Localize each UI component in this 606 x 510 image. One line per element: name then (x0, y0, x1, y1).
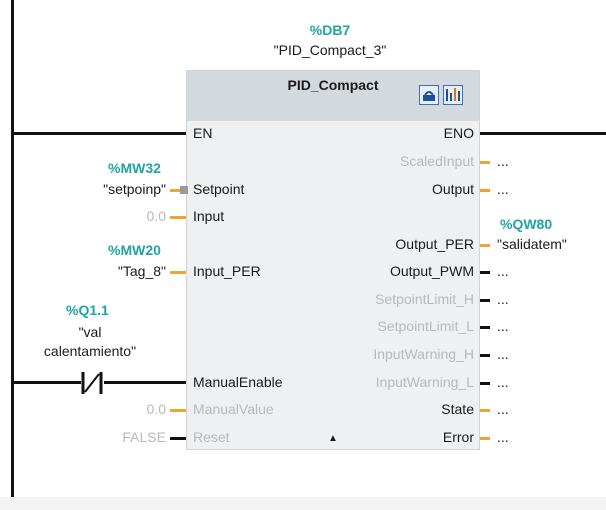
normally-closed-contact-icon[interactable] (80, 370, 104, 396)
input-warning-l-connection-line[interactable] (480, 382, 490, 385)
pin-setpoint-limit-h: SetpointLimit_H (375, 291, 474, 307)
pin-reset: Reset (193, 429, 230, 445)
manual-enable-tag-line-2[interactable]: calentamiento" (43, 343, 137, 359)
block-title: PID_Compact (287, 77, 379, 93)
pin-input-warning-h: InputWarning_H (373, 346, 474, 362)
setpoint-tag-name[interactable]: "setpoinp" (103, 181, 166, 197)
pin-manual-value: ManualValue (193, 401, 274, 417)
manual-value-connection-line[interactable] (170, 409, 186, 412)
pin-manual-enable: ManualEnable (193, 374, 283, 390)
output-value[interactable]: ... (497, 181, 509, 197)
instance-db-address: %DB7 (309, 22, 351, 38)
output-pwm-value[interactable]: ... (497, 263, 509, 279)
editor-bottom-strip (0, 497, 606, 510)
commissioning-icon[interactable] (443, 85, 463, 105)
pin-output-pwm: Output_PWM (389, 263, 474, 279)
scaled-input-value[interactable]: ... (497, 153, 509, 169)
power-rail (11, 0, 14, 505)
state-connection-line[interactable] (480, 409, 490, 412)
input-warning-h-connection-line[interactable] (480, 354, 490, 357)
setpoint-limit-h-value[interactable]: ... (497, 291, 509, 307)
output-connection-line[interactable] (480, 189, 490, 192)
manual-enable-tag-address[interactable]: %Q1.1 (66, 302, 109, 318)
pin-eno: ENO (443, 125, 474, 141)
scaled-input-connection-line[interactable] (480, 161, 490, 164)
pin-setpoint-limit-l: SetpointLimit_L (377, 318, 474, 334)
input-connection-line[interactable] (170, 216, 186, 219)
pin-state: State (441, 401, 474, 417)
input-warning-l-value[interactable]: ... (497, 374, 509, 390)
pin-error: Error (442, 429, 474, 445)
pin-input-per: Input_PER (193, 263, 261, 279)
eno-connection-line[interactable] (480, 132, 606, 135)
setpoint-connection-line[interactable] (170, 189, 180, 192)
setpoint-tag-address[interactable]: %MW32 (108, 160, 161, 176)
manual-value-value[interactable]: 0.0 (146, 401, 166, 417)
pin-setpoint: Setpoint (193, 181, 245, 197)
input-per-tag-name[interactable]: "Tag_8" (117, 263, 166, 279)
output-per-tag-address[interactable]: %QW80 (500, 216, 553, 232)
pin-en: EN (193, 125, 213, 141)
pin-output: Output (431, 181, 474, 197)
pin-input-warning-l: InputWarning_L (375, 374, 474, 390)
input-per-tag-address[interactable]: %MW20 (108, 242, 161, 258)
pin-input: Input (193, 208, 225, 224)
instance-db-name: "PID_Compact_3" (273, 42, 387, 58)
error-connection-line[interactable] (480, 437, 490, 440)
manual-enable-rung-right[interactable] (104, 381, 186, 384)
output-per-tag-name[interactable]: "salidatem" (497, 236, 567, 252)
output-per-connection-line[interactable] (480, 244, 490, 247)
error-value[interactable]: ... (497, 429, 509, 445)
pin-scaled-input: ScaledInput (400, 153, 474, 169)
instance-db-icon[interactable] (419, 85, 439, 105)
reset-value[interactable]: FALSE (122, 429, 166, 445)
input-warning-h-value[interactable]: ... (497, 346, 509, 362)
pid-compact-block[interactable]: PID_Compact ▲ (186, 70, 480, 450)
output-pwm-connection-line[interactable] (480, 271, 490, 274)
manual-enable-rung-left[interactable] (11, 381, 81, 384)
en-connection-line[interactable] (11, 132, 186, 135)
reset-connection-line[interactable] (170, 437, 186, 440)
pin-output-per: Output_PER (395, 236, 474, 252)
setpoint-connector-icon (180, 186, 188, 194)
setpoint-limit-l-connection-line[interactable] (480, 326, 490, 329)
collapse-arrow-icon[interactable]: ▲ (328, 433, 338, 444)
setpoint-limit-l-value[interactable]: ... (497, 318, 509, 334)
manual-enable-tag-line-1[interactable]: "val (78, 324, 102, 340)
state-value[interactable]: ... (497, 401, 509, 417)
input-value[interactable]: 0.0 (146, 208, 166, 224)
input-per-connection-line[interactable] (170, 271, 186, 274)
setpoint-limit-h-connection-line[interactable] (480, 299, 490, 302)
